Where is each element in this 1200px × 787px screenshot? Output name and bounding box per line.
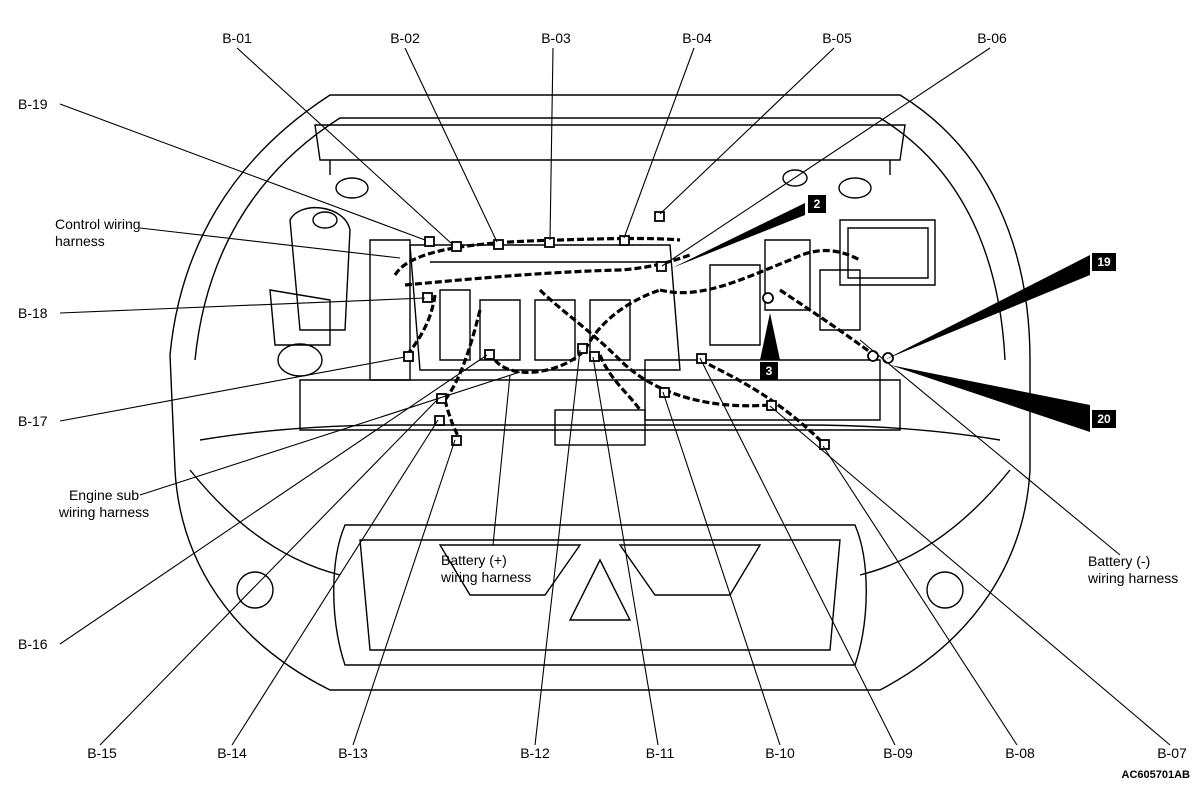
label-engine-sub-wiring-harness: Engine sub wiring harness (58, 487, 150, 520)
view-arrow-19 (884, 255, 1090, 360)
label-b-03: B-03 (541, 30, 571, 46)
label-control-wiring-harness: Control wiring harness (55, 216, 141, 249)
label-b-13: B-13 (338, 745, 368, 761)
view-marker-3: 3 (760, 362, 778, 380)
label-b-15: B-15 (87, 745, 117, 761)
label-b-07: B-07 (1157, 745, 1187, 761)
view-arrow-20 (890, 365, 1090, 432)
connector-b-18 (422, 292, 433, 303)
view-marker-19: 19 (1092, 253, 1116, 271)
label-b-19: B-19 (18, 96, 48, 112)
connector-b-09 (696, 353, 707, 364)
label-b-02: B-02 (390, 30, 420, 46)
label-b-06: B-06 (977, 30, 1007, 46)
label-b-09: B-09 (883, 745, 913, 761)
label-battery-negative-wiring-harness: Battery (-) wiring harness (1088, 553, 1179, 586)
label-b-05: B-05 (822, 30, 852, 46)
vehicle-outline (169, 94, 1031, 691)
view-arrows (672, 203, 1090, 432)
wiring-harness-routes (393, 236, 871, 447)
view-arrow-3 (760, 313, 780, 360)
connector-b-16 (484, 349, 495, 360)
connector-b-19 (424, 236, 435, 247)
view-marker-2: 2 (808, 195, 826, 213)
label-b-10: B-10 (765, 745, 795, 761)
label-b-17: B-17 (18, 413, 48, 429)
connector-b-17 (403, 351, 414, 362)
connector-markers (403, 211, 894, 450)
label-b-04: B-04 (682, 30, 712, 46)
label-b-01: B-01 (222, 30, 252, 46)
label-b-16: B-16 (18, 636, 48, 652)
connector-b-07 (766, 400, 777, 411)
connector-b-01 (451, 241, 462, 252)
connector-b-02 (493, 239, 504, 250)
figure-code: AC605701AB (1121, 769, 1190, 781)
connector-b-11 (589, 351, 600, 362)
connector-b-14 (434, 415, 445, 426)
label-b-11: B-11 (645, 745, 675, 761)
label-b-18: B-18 (18, 305, 48, 321)
label-b-14: B-14 (217, 745, 247, 761)
label-battery-positive-wiring-harness: Battery (+) wiring harness (441, 552, 532, 585)
connector-b-05 (654, 211, 665, 222)
connector-b-06 (656, 261, 667, 272)
label-b-12: B-12 (520, 745, 550, 761)
view-marker-20: 20 (1092, 410, 1116, 428)
label-b-08: B-08 (1005, 745, 1035, 761)
view-arrow-2 (672, 203, 805, 268)
leader-lines (59, 47, 1171, 746)
connector-b-12 (577, 343, 588, 354)
connector-b-13 (451, 435, 462, 446)
